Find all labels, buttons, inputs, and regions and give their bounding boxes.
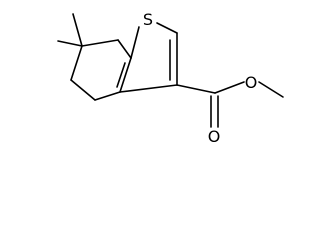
bond-c7-c7a — [117, 39, 132, 59]
bond-s-c2 — [156, 22, 178, 34]
bond-c6-c5 — [70, 45, 83, 81]
bond-c7a-s — [130, 26, 140, 59]
atom-label-sulfur: S — [143, 10, 153, 29]
atom-label-carbonyl-oxygen: O — [208, 127, 221, 146]
bond-methyl-2 — [57, 40, 83, 47]
bond-c7a-c3a-double — [116, 62, 126, 88]
bond-c3-c3a — [119, 84, 178, 93]
bond-c4-c3a — [94, 91, 121, 101]
bond-c6-c7 — [81, 39, 119, 47]
chemical-structure: S O O — [57, 10, 284, 146]
atom-label-ester-oxygen: O — [245, 73, 258, 92]
bond-c5-c4 — [70, 79, 96, 101]
bond-ester-o-methyl — [258, 81, 284, 98]
bond-c7a-c3a — [119, 57, 132, 93]
bond-carbonyl-ester-o — [214, 81, 245, 94]
bond-c3-carbonyl — [176, 84, 216, 94]
bond-methyl-1 — [72, 13, 83, 47]
